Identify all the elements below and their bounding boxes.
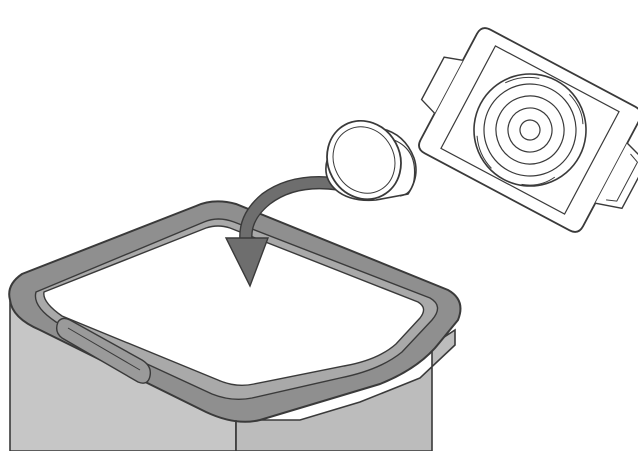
capsule-holder-icon xyxy=(400,17,638,248)
capsule-lid xyxy=(313,108,414,212)
capsule-icon xyxy=(313,108,416,212)
